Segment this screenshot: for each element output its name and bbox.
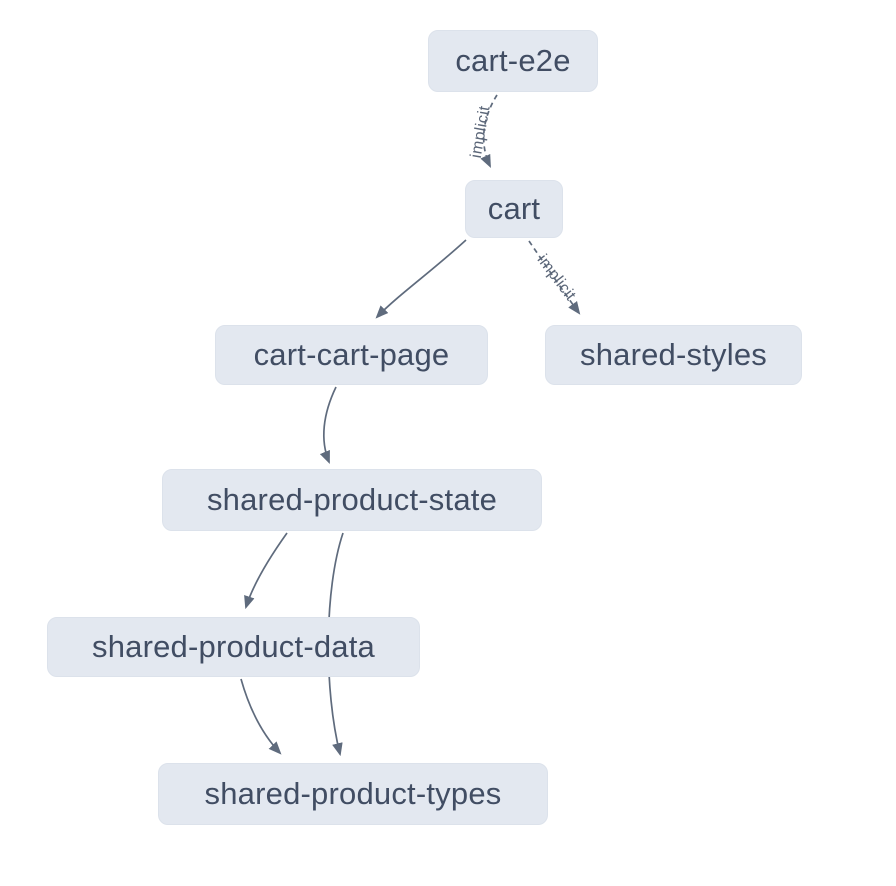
graph-node-shared-product-state[interactable]: shared-product-state <box>162 469 542 531</box>
graph-node-shared-styles[interactable]: shared-styles <box>545 325 802 385</box>
edge-cart-cart-page-to-shared-product-state <box>319 386 337 465</box>
graph-node-shared-product-data[interactable]: shared-product-data <box>47 617 420 677</box>
edge-shared-product-data-to-shared-product-types <box>240 678 282 755</box>
edge-cart-e2e-to-cart <box>480 94 498 168</box>
graph-node-label: cart-cart-page <box>253 337 450 372</box>
graph-node-shared-product-types[interactable]: shared-product-types <box>158 763 548 825</box>
graph-node-label: shared-product-state <box>206 482 498 517</box>
edge-cart-to-cart-cart-page <box>375 239 467 319</box>
graph-node-label: shared-product-data <box>92 629 375 664</box>
graph-node-label: cart <box>487 191 541 226</box>
graph-node-label: cart-e2e <box>455 43 571 78</box>
graph-node-cart-cart-page[interactable]: cart-cart-page <box>215 325 488 385</box>
graph-node-label: shared-product-types <box>204 776 502 811</box>
graph-node-label: shared-styles <box>580 337 767 372</box>
edge-shared-product-state-to-shared-product-data <box>244 532 288 610</box>
graph-node-cart[interactable]: cart <box>465 180 563 238</box>
graph-node-cart-e2e[interactable]: cart-e2e <box>428 30 598 92</box>
